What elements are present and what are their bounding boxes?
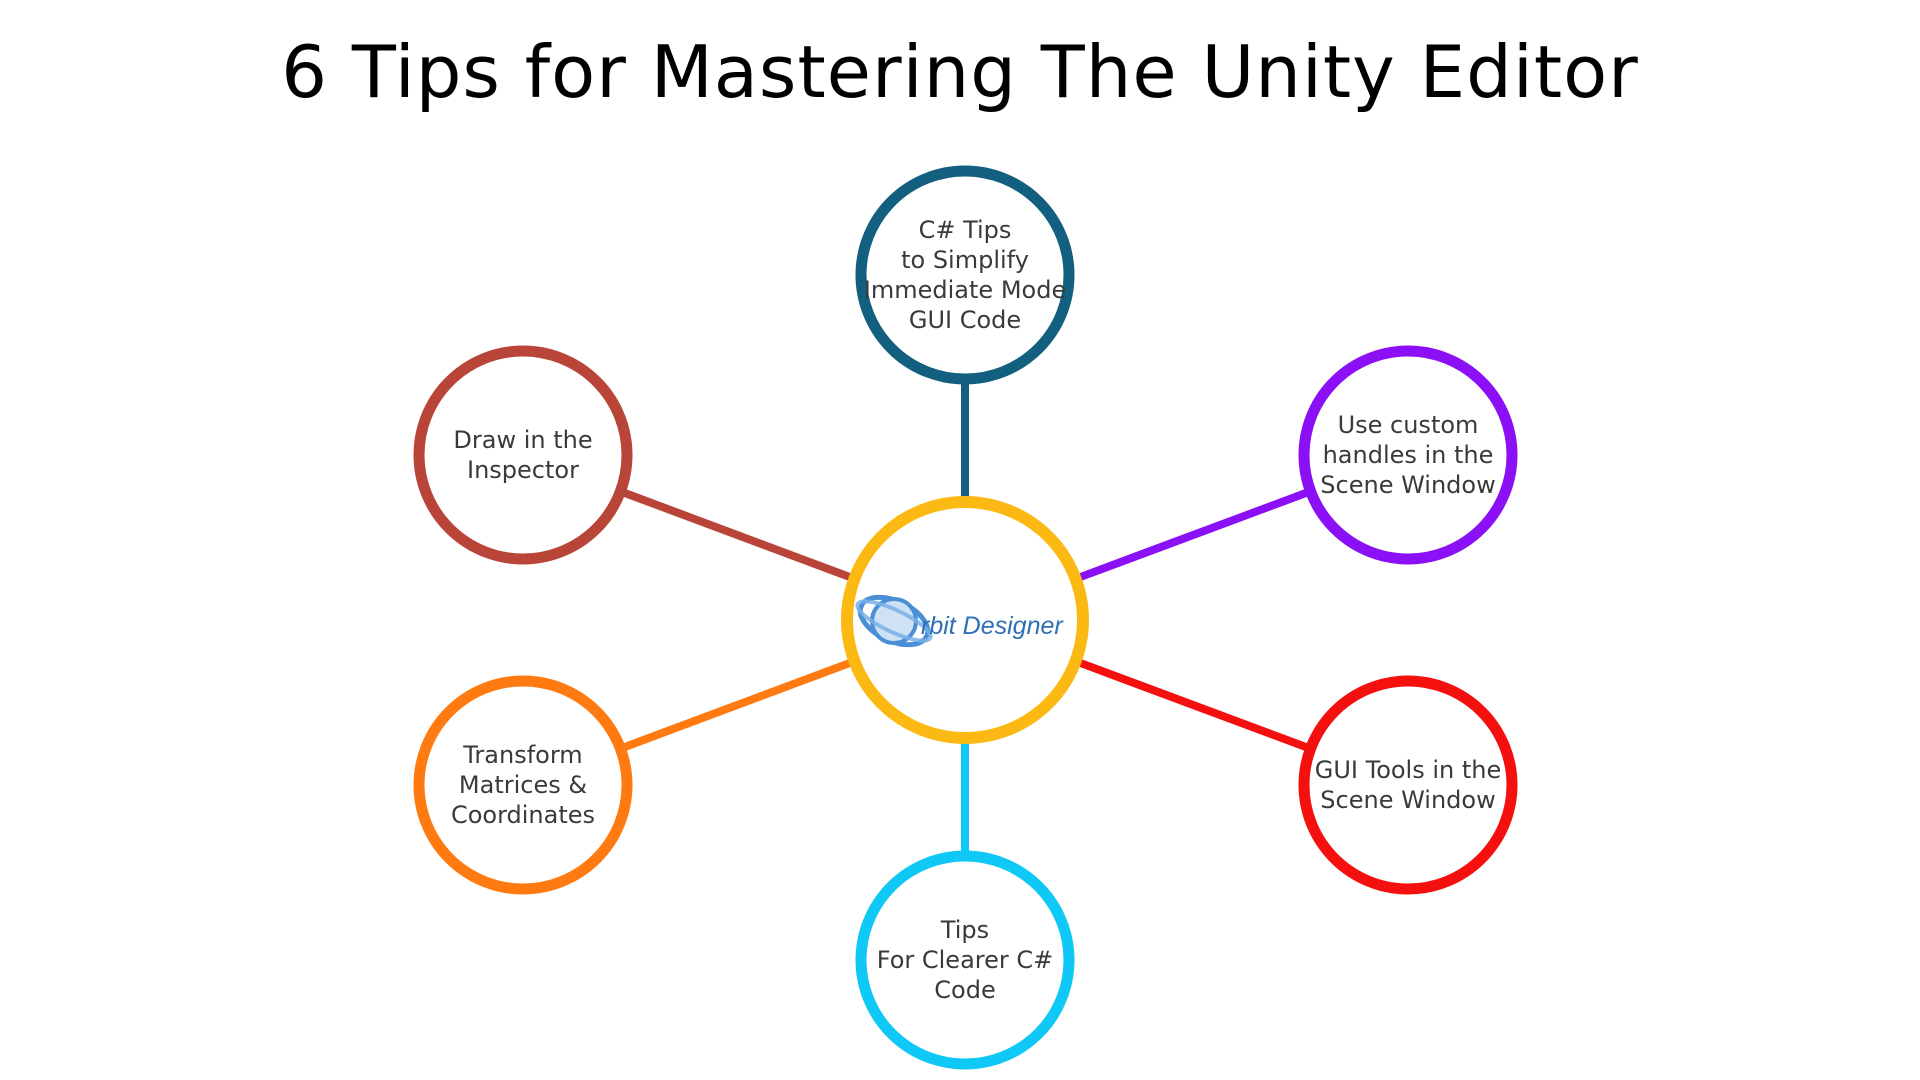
tip-label-line: Transform [462,741,582,769]
tip-ring-upper-right [1298,345,1518,565]
connector-upper-right [1074,487,1312,583]
connector-lower-left [619,657,856,753]
tip-ring-lower-right [1298,675,1518,895]
tip-label-line: C# Tips [919,216,1012,244]
tip-label-line: Tips [940,916,989,944]
tip-label-line: Code [934,976,995,1004]
tip-label-line: Immediate Mode [864,276,1066,304]
tip-ring-lower-left [413,675,633,895]
tip-label-line: handles in the [1323,441,1494,469]
tip-label-line: GUI Tools in the [1315,756,1502,784]
logo-text: rbit Designer [921,612,1064,640]
page-title: 6 Tips for Mastering The Unity Editor [281,30,1639,114]
tip-label-line: GUI Code [909,306,1021,334]
tip-ring-upper-left [413,345,633,565]
tip-ring-bottom [855,850,1075,1070]
center-ring [841,496,1089,744]
tip-label-line: Matrices & [459,771,587,799]
connector-lower-right [1074,657,1312,753]
tip-label-line: Coordinates [451,801,595,829]
tip-label-line: For Clearer C# [877,946,1054,974]
tip-label-line: Use custom [1338,411,1479,439]
tip-label-line: to Simplify [901,246,1029,274]
tip-ring-top [855,165,1075,385]
tip-label-line: Scene Window [1320,471,1495,499]
tip-label-line: Inspector [467,456,579,484]
center-node: rbit Designer [841,496,1089,744]
connector-upper-left [619,487,856,583]
orbit-planet-icon [855,594,933,648]
tip-label-line: Scene Window [1320,786,1495,814]
tip-label-line: Draw in the [453,426,592,454]
